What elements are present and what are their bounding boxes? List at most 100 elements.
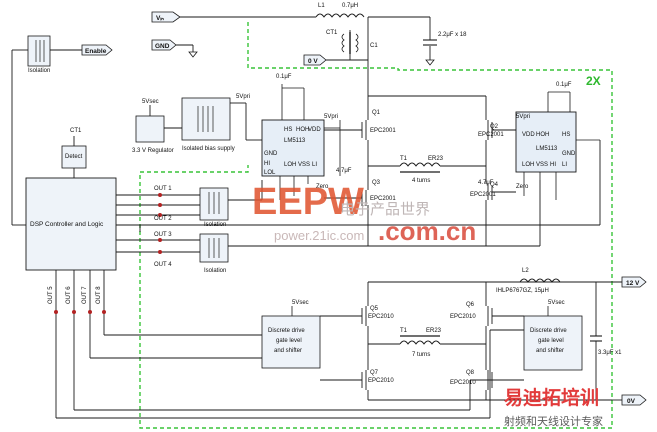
q5-label: Q5 [370, 306, 379, 312]
driver-ic-left-name: LM5113 [284, 138, 306, 144]
regulator-box [135, 115, 165, 143]
zero-right-label: Zero [516, 184, 529, 190]
isolation-mid1-label: Isolation [204, 222, 226, 228]
gate-driver-right-box [523, 315, 583, 371]
out1-label: OUT 1 [154, 186, 172, 192]
regulator-label: 3.3 V Regulator [132, 148, 174, 154]
ic-left-pin-leads [279, 176, 309, 200]
watermark-cn: 电子产品世界 [340, 200, 430, 218]
zero-v-label: 0 V [308, 58, 318, 65]
turns-bot-label: 7 turns [412, 352, 430, 358]
gate-left-5v: 5Vsec [292, 300, 309, 306]
top-wiring [176, 16, 431, 96]
zero-v-port[interactable]: 0 V [303, 54, 327, 66]
q2-label: Q2 [490, 124, 499, 130]
turns-top-label: 4 turns [412, 178, 430, 184]
ground-symbol [188, 51, 198, 58]
q5-part: EPC2010 [368, 314, 394, 320]
current-transformer-ct1 [341, 32, 359, 54]
ct1-label: CT1 [326, 30, 338, 36]
l1-label: L1 [318, 3, 325, 9]
ic-left-pin-hoh: HOH [296, 127, 309, 133]
isolation-top-box [27, 35, 51, 67]
bias-supply-box [181, 97, 231, 141]
ic-left-pin-hi: HI [264, 161, 270, 167]
gate-right-line1: Discrete drive [530, 328, 567, 334]
output-0v-port[interactable]: 0V [621, 394, 647, 406]
ic-right-pin-hoh: HOH [536, 132, 549, 138]
dsp-controller-label: DSP Controller and Logic [30, 221, 104, 228]
gnd-port-label: GND [155, 43, 170, 50]
bias-5vpri-label: 5Vpri [236, 94, 250, 100]
dsp-bottom-wiring [55, 270, 524, 419]
inductor-l2 [519, 278, 561, 283]
ic-right-5vsec: 5Vpri [516, 114, 530, 120]
ic-right-pin-vdd: VDD [522, 132, 535, 138]
vin-port-label: Vᵢₙ [156, 15, 164, 22]
q1-label: Q1 [372, 110, 381, 116]
q7-part: EPC2010 [368, 378, 394, 384]
q3-part: EPC2001 [370, 196, 396, 202]
out7-label: OUT 7 [82, 286, 88, 304]
ct1-small-label: CT1 [70, 128, 82, 134]
enable-label: Enable [85, 48, 107, 55]
cap-01-right-label: 0.1μF [556, 82, 572, 88]
c1-label: C1 [370, 43, 378, 49]
q8-part: EPC2010 [450, 380, 476, 386]
vin-port[interactable]: Vᵢₙ [151, 11, 181, 23]
ic-right-pin-leads [523, 172, 557, 200]
bias-supply-symbol [197, 106, 214, 132]
ic-left-pin-li: LI [312, 162, 317, 168]
out4-label: OUT 4 [154, 262, 172, 268]
er23-bot-label: ER23 [426, 328, 442, 334]
bottom-out-nodes [54, 310, 106, 314]
q6-label: Q6 [466, 302, 475, 308]
out6-label: OUT 6 [66, 286, 72, 304]
out3-label: OUT 3 [154, 232, 172, 238]
q3-label: Q3 [372, 180, 381, 186]
inductor-l1 [315, 13, 365, 18]
q2-part: EPC2001 [478, 132, 504, 138]
ic-left-pin-vss: VSS [298, 162, 310, 168]
output-12v-port[interactable]: 12 V [621, 276, 647, 288]
er23-top-label: ER23 [428, 156, 444, 162]
dsp-output-wiring [116, 140, 601, 253]
enable-port[interactable]: Enable [81, 44, 113, 56]
ic-right-pin-li: LI [562, 162, 567, 168]
primary-fet-column [324, 96, 400, 246]
gate-left-line3: and shifter [274, 348, 302, 354]
watermark-logo-cn: 易迪拓培训 [504, 386, 599, 409]
ic-left-pin-lol: LOL [264, 170, 276, 176]
watermark-slogan: 射频和天线设计专家 [504, 414, 603, 428]
output-0v-label: 0V [627, 398, 636, 405]
isolation-mid2-symbol [208, 238, 220, 258]
transformer-top-primary [399, 162, 441, 167]
out-nodes [158, 193, 162, 254]
isolation-top-label: Isolation [28, 68, 50, 74]
gnd-port[interactable]: GND [151, 39, 177, 51]
watermark-com: .com.cn [378, 216, 476, 246]
watermark-brand: EEPW [252, 181, 364, 223]
q6-part: EPC2010 [450, 314, 476, 320]
duplicate-region-boundary [139, 22, 613, 429]
ic-left-pin-vdd: VDD [308, 127, 321, 133]
out8-label: OUT 8 [96, 286, 102, 304]
isolation-top-symbol [35, 40, 45, 62]
ic-right-pin-gnd: GND [562, 151, 576, 157]
t1-top-label: T1 [400, 156, 408, 162]
gate-left-line2: gate level [276, 338, 302, 344]
cap-bank-label: 2.2μF x 18 [438, 32, 467, 38]
ic-right-pin-hi: HI [550, 162, 556, 168]
output-12v-label: 12 V [626, 280, 640, 287]
l1-value: 0.7μH [342, 3, 358, 9]
t1-bot-label: T1 [400, 328, 408, 334]
cap-out-label: 3.3μF x1 [598, 350, 622, 356]
driver-ic-right [515, 111, 577, 173]
transformer-bottom-secondary [399, 340, 441, 345]
q8-label: Q8 [466, 370, 475, 376]
cap-bank [423, 39, 437, 66]
out2-label: OUT 2 [154, 216, 172, 222]
gate-right-line2: gate level [538, 338, 564, 344]
